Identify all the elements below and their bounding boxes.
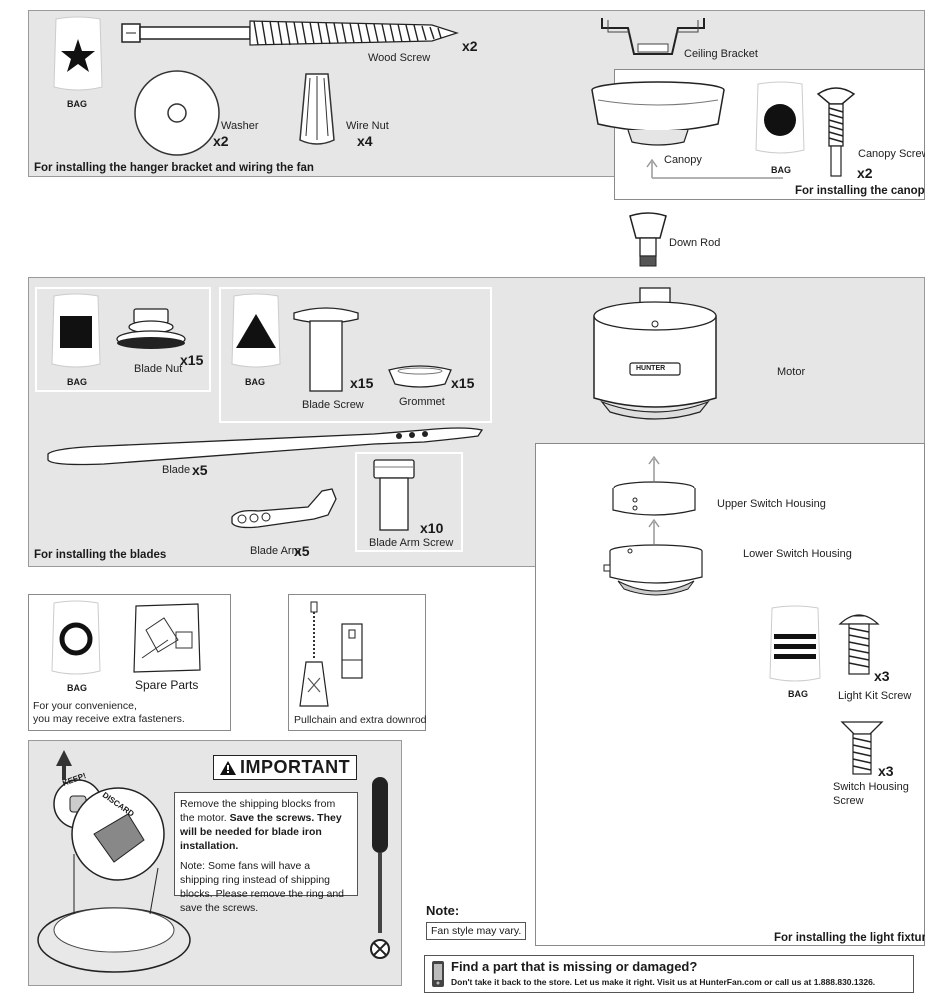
extra-downrod-icon [341,623,363,679]
canopy-bag-label: BAG [771,165,791,175]
blade-arm-screw-icon [373,459,415,531]
lower-switch-housing-icon [603,544,703,596]
important-header: IMPORTANT [213,755,358,780]
note-box: Fan style may vary. [426,922,527,940]
motor-icon [593,287,717,420]
blade-screw-qty: x15 [350,375,374,391]
ceiling-bracket-icon [601,18,705,55]
bag-star-icon [53,16,103,91]
spare-bag-label: BAG [67,683,87,693]
blade-screw-inset [219,287,492,423]
shipping-block-illustration [37,750,191,973]
important-para2: Note: Some fans will have a shipping rin… [180,860,345,914]
bag-circle-icon [755,81,805,154]
wood-screw-label: Wood Screw [368,52,431,64]
light-fixture-panel [535,443,925,946]
canopy-arrow-icon [646,158,783,179]
pullchain-caption: Pullchain and extra downrod [294,714,427,726]
blade-nut-label: Blade Nut [134,363,183,375]
spare-note-line1: For your convenience, [33,700,137,712]
warning-icon [220,760,236,775]
blade-screw-label: Blade Screw [302,399,364,411]
grommet-label: Grommet [399,396,445,408]
upper-housing-label: Upper Switch Housing [717,498,826,510]
blade-arm-qty: x5 [294,543,310,559]
screwdriver-icon [370,777,390,959]
blade-arm-icon [231,488,337,529]
wood-screw-qty: x2 [462,38,478,54]
bag-label: BAG [67,99,87,109]
blade-arm-screw-label: Blade Arm Screw [369,537,454,549]
light-kit-screw-icon [838,614,880,675]
down-rod-label: Down Rod [669,237,721,249]
note-title: Note: [426,903,460,918]
light-kit-screw-qty: x3 [874,668,890,684]
motor-label: Motor [777,366,806,378]
switch-housing-screw-qty: x3 [878,763,894,779]
wire-nut-icon [299,73,335,145]
blade-nut-qty: x15 [180,352,204,368]
blade-nut-icon [116,308,186,349]
canopy-icon [591,81,725,146]
wood-screw-icon [121,20,459,46]
important-title: IMPORTANT [240,757,351,777]
spare-parts-bag-icon [133,603,201,673]
blade-qty: x5 [192,462,208,478]
bag-square-icon [51,293,101,368]
blade-screw-icon [293,307,359,392]
switch-housing-screw-label-1: Switch Housing [833,781,909,793]
light-kit-screw-label: Light Kit Screw [838,690,912,702]
light-fixture-caption: For installing the light fixture [774,932,925,944]
spare-note-line2: you may receive extra fasteners. [33,713,185,725]
blade-arm-screw-qty: x10 [420,520,444,536]
lower-housing-label: Lower Switch Housing [743,548,852,560]
grommet-icon [388,365,452,388]
canopy-screw-icon [816,87,856,177]
motor-brand: HUNTER [636,365,666,372]
washer-qty: x2 [213,133,229,149]
missing-text: Don't take it back to the store. Let us … [451,977,876,987]
blade-arm-label: Blade Arm [250,545,301,557]
light-kit-bag-label: BAG [788,689,808,699]
canopy-label: Canopy [664,154,702,166]
lower-housing-arrow-icon [648,518,660,544]
grommet-qty: x15 [451,375,475,391]
hanger-bracket-caption: For installing the hanger bracket and wi… [34,162,314,174]
blade-screw-bag-label: BAG [245,377,265,387]
wire-nut-qty: x4 [357,133,373,149]
switch-housing-screw-label-2: Screw [833,795,864,807]
bag-lines-icon [769,605,821,682]
washer-icon [134,70,220,156]
wire-nut-label: Wire Nut [346,120,389,132]
important-para1-plain: Remove the shipping blocks from the moto… [180,798,336,824]
blade-icon [47,427,484,466]
note-text: Fan style may vary. [431,925,522,937]
canopy-screw-qty: x2 [857,165,873,181]
phone-icon [432,961,444,987]
pullchain-icon [299,601,329,707]
canopy-screw-label: Canopy Screw [858,148,925,160]
washer-label: Washer [221,120,259,132]
blade-arm-screw-inset [355,452,463,552]
spare-parts-label: Spare Parts [135,678,199,692]
blade-nut-bag-label: BAG [67,377,87,387]
blade-label: Blade [162,464,191,476]
missing-part-bar: Find a part that is missing or damaged? … [424,955,914,993]
down-rod-icon [629,212,667,267]
missing-title: Find a part that is missing or damaged? [451,959,698,974]
important-text-box: Remove the shipping blocks from the moto… [174,792,358,914]
upper-housing-arrow-icon [648,455,660,481]
switch-housing-screw-icon [840,721,884,775]
bag-triangle-icon [231,293,281,368]
blade-nut-inset [35,287,211,392]
blades-caption: For installing the blades [34,549,167,561]
upper-switch-housing-icon [612,481,696,516]
bag-ring-icon [51,600,101,675]
ceiling-bracket-label: Ceiling Bracket [684,48,758,60]
canopy-caption: For installing the canopy [795,185,925,197]
important-para1-bold: Save the screws. They will be needed for… [180,812,342,852]
